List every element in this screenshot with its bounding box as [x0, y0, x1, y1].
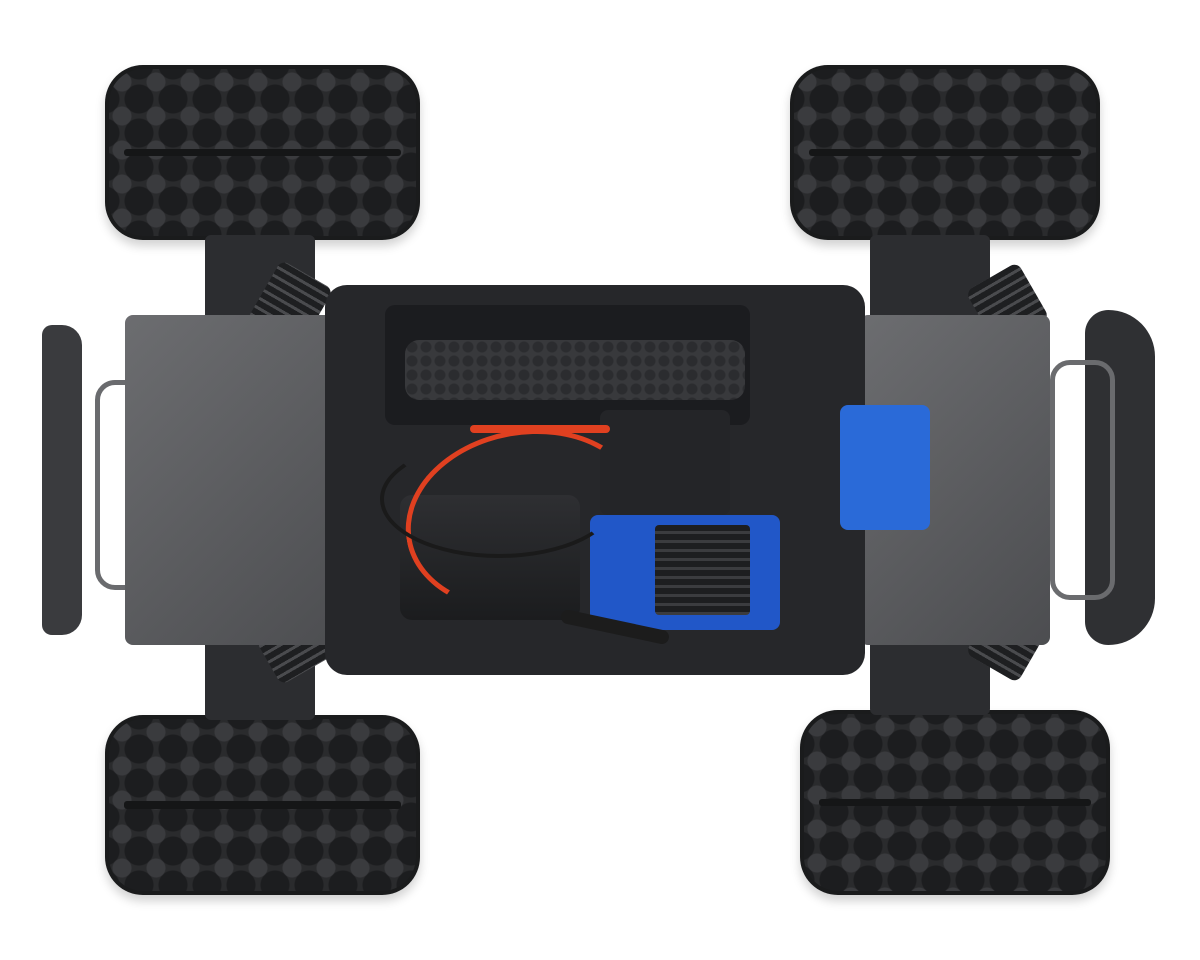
battery-strap — [405, 340, 745, 400]
rear-right-tire — [800, 710, 1110, 895]
red-wire-top — [470, 425, 610, 433]
esc-heatsink — [655, 525, 750, 615]
rear-left-tire — [105, 715, 420, 895]
front-left-tire — [105, 65, 420, 240]
left-bulkhead — [125, 315, 355, 645]
receiver-box — [600, 410, 730, 515]
right-bumper-loop — [1050, 360, 1115, 600]
black-wire-loop — [380, 440, 618, 558]
steering-servo — [840, 405, 930, 530]
left-bumper — [42, 325, 82, 635]
front-right-tire — [790, 65, 1100, 240]
